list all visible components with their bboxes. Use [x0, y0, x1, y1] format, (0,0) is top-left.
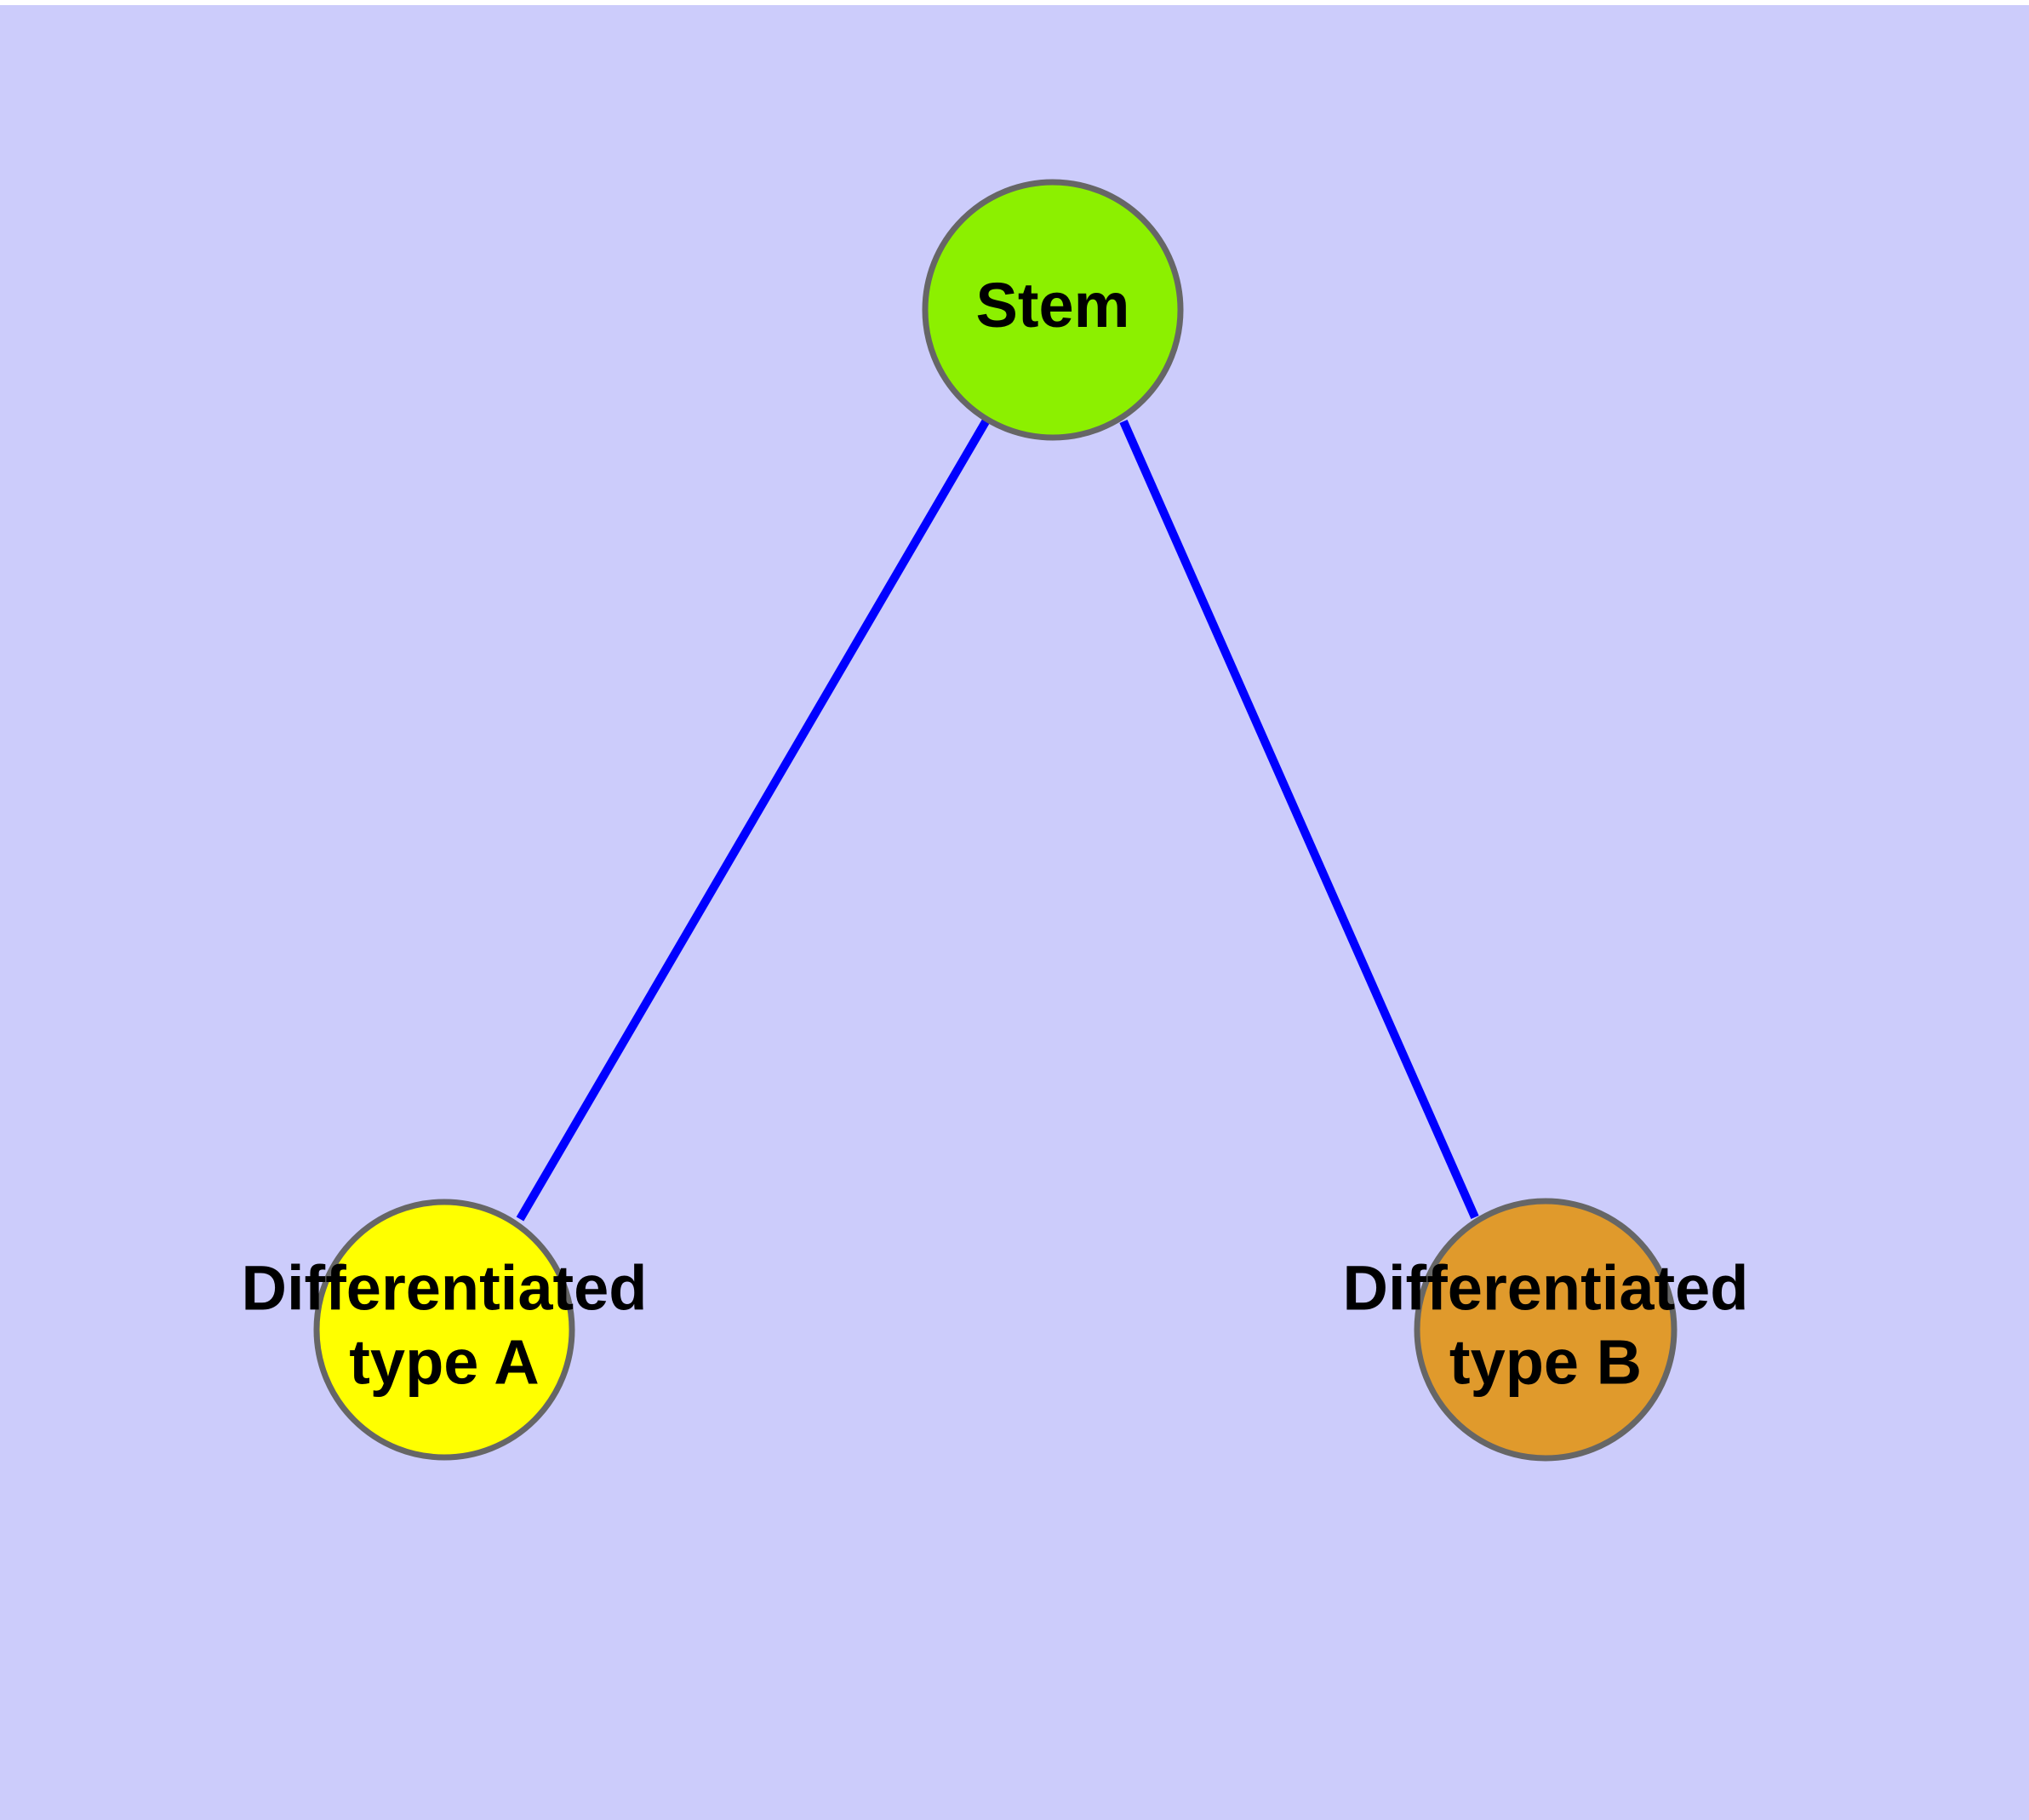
- edge-stem-to-differentiated-type-b[interactable]: [1119, 419, 1479, 1220]
- node-label-line: Stem: [976, 270, 1130, 341]
- node-differentiated-type-b[interactable]: [1414, 1198, 1677, 1462]
- node-label-line: type B: [1449, 1326, 1642, 1397]
- node-label-stem: Stem: [976, 270, 1130, 341]
- node-differentiated-type-a[interactable]: [313, 1199, 575, 1461]
- node-label-line: type A: [349, 1326, 539, 1397]
- edge-stem-to-differentiated-type-a[interactable]: [516, 416, 992, 1222]
- node-stem[interactable]: [922, 179, 1184, 441]
- edges-group: [516, 416, 1479, 1222]
- node-label-line: Differentiated: [242, 1252, 648, 1323]
- nodes-group: [313, 179, 1677, 1462]
- node-label-line: Differentiated: [1343, 1252, 1749, 1323]
